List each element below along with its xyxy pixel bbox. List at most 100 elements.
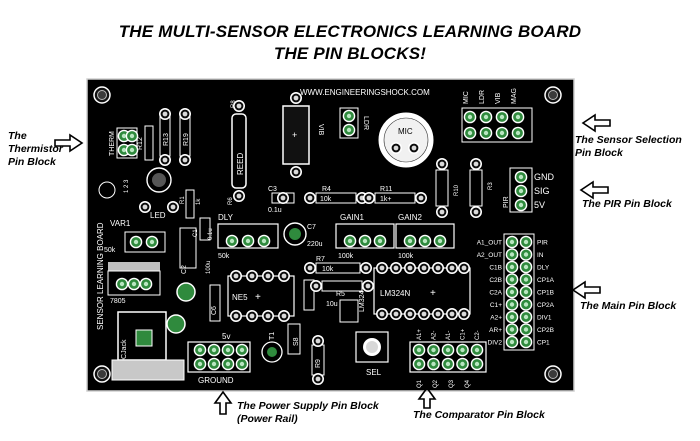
callout-line: Pin Block (8, 156, 56, 168)
c3-value: 0.1u (268, 207, 282, 214)
sensor-selection-callout: The Sensor Selection Pin Block (575, 134, 682, 160)
r13-label: R13 (163, 133, 170, 146)
arrow-left-icon (571, 280, 601, 300)
callout-line: The Sensor Selection (575, 134, 682, 146)
led-label: LED (150, 211, 166, 220)
r1-value: 1k (196, 198, 202, 205)
pir-5v-label: 5V (534, 200, 545, 210)
comparator-top-label: C1+ (461, 328, 467, 340)
thermistor-callout: The Thermistor Pin Block (8, 130, 63, 169)
main-block-right-label: IN (537, 252, 544, 259)
main-block-right-label: CP1 (537, 340, 550, 347)
arrow-left-icon (579, 180, 609, 200)
comparator-top-label: A1- (446, 331, 452, 340)
ne555-chip (227, 275, 295, 317)
gain2-label: GAIN2 (398, 213, 423, 222)
r1-label: R1 (180, 196, 186, 204)
r10-label: R10 (454, 184, 460, 196)
r7-label: R7 (316, 256, 325, 263)
r5-value: 10u (326, 301, 338, 308)
r5-label: R5 (336, 291, 345, 298)
power-5v-label: 5v (222, 332, 230, 341)
gain1-value: 100k (338, 253, 354, 260)
sel-label: SEL (366, 368, 382, 377)
lm324-side-label: LM324 (359, 290, 366, 312)
regulator-label: 7805 (110, 298, 126, 305)
page-subtitle: THE PIN BLOCKS! (273, 44, 427, 63)
arrow-right-icon (54, 133, 84, 153)
main-block-callout: The Main Pin Block (580, 300, 677, 312)
regulator-heatsink (108, 262, 160, 271)
sel-mic-label: MIC (463, 91, 470, 104)
var1-value: 50k (104, 247, 116, 254)
reed-label: REED (236, 153, 245, 175)
callout-line: Pin Block (575, 147, 623, 159)
callout-line: The Power Supply Pin Block (237, 400, 379, 412)
callout-line: The (8, 130, 27, 142)
r12-label: R12 (137, 137, 144, 150)
arrow-up-icon (417, 386, 437, 409)
main-block-left-label: A1_OUT (477, 240, 502, 247)
ground-label: GROUND (198, 376, 234, 385)
c7-label: C7 (307, 224, 316, 231)
main-block-left-label: AR+ (489, 327, 502, 334)
c2-label: C2 (181, 265, 188, 274)
svg-text:+: + (255, 292, 261, 303)
dc-jack-label: DCJack (121, 339, 128, 364)
comparator-top-label: A2- (432, 331, 438, 340)
comparator-bottom-label: Q1 (417, 379, 423, 388)
dly-label: DLY (218, 213, 234, 222)
r3-label: R3 (488, 182, 494, 190)
page-title: THE MULTI-SENSOR ELECTRONICS LEARNING BO… (118, 22, 582, 41)
main-block-right-label: CP2B (537, 327, 554, 334)
main-block-right-label: CP2A (537, 302, 555, 309)
callout-line: (Power Rail) (237, 413, 298, 425)
r6-label: R6 (228, 197, 234, 205)
sel-vib-label: VIB (495, 92, 502, 104)
r7-value: 10k (322, 266, 334, 273)
main-block-left-label: C2A (489, 290, 502, 297)
c3-label: C3 (268, 186, 277, 193)
therm-label: THERM (109, 131, 116, 156)
main-block-right-label: PIR (537, 240, 548, 247)
pcb-outline (86, 78, 575, 392)
svg-text:1 2 3: 1 2 3 (124, 179, 130, 193)
led-icon (146, 167, 172, 193)
dly-value: 50k (218, 253, 230, 260)
board-url: WWW.ENGINEERINGSHOCK.COM (300, 88, 430, 97)
c6-label: C6 (211, 306, 218, 315)
r11-label: R11 (380, 186, 392, 193)
c7-value: 220u (307, 241, 323, 248)
r9-label: R9 (315, 359, 322, 368)
sel-mag-label: MAG (511, 88, 518, 104)
main-block-left-label: A2_OUT (477, 252, 502, 259)
s8-label: S8 (293, 337, 300, 346)
mic-label: MIC (398, 127, 413, 136)
lm324-label: LM324N (380, 289, 410, 298)
main-block-left-label: A2+ (490, 315, 502, 322)
r11-value: 1k+ (380, 196, 391, 203)
svg-text:+: + (430, 288, 436, 299)
pir-callout: The PIR Pin Block (582, 198, 672, 210)
main-block-right-label: CP1B (537, 290, 554, 297)
main-block-left-label: C1+ (490, 302, 502, 309)
r4-value: 10k (320, 196, 332, 203)
arrow-left-icon (581, 113, 611, 133)
arrow-up-icon (213, 390, 233, 415)
comparator-top-label: A1+ (417, 329, 423, 340)
gain2-value: 100k (398, 253, 414, 260)
callout-line: Thermistor (8, 143, 63, 155)
comparator-callout: The Comparator Pin Block (413, 409, 545, 421)
ne555-label: NE5 (232, 293, 248, 302)
r19-label: R19 (183, 133, 190, 146)
comparator-bottom-label: Q3 (449, 379, 455, 388)
var1-label: VAR1 (110, 219, 131, 228)
svg-text:+: + (292, 130, 297, 140)
sel-ldr-label: LDR (479, 90, 486, 104)
select-button-icon (355, 331, 389, 363)
main-block-right-label: CP1A (537, 277, 555, 284)
pir-label: PIR (503, 196, 510, 208)
r8-label: R8 (231, 100, 237, 108)
